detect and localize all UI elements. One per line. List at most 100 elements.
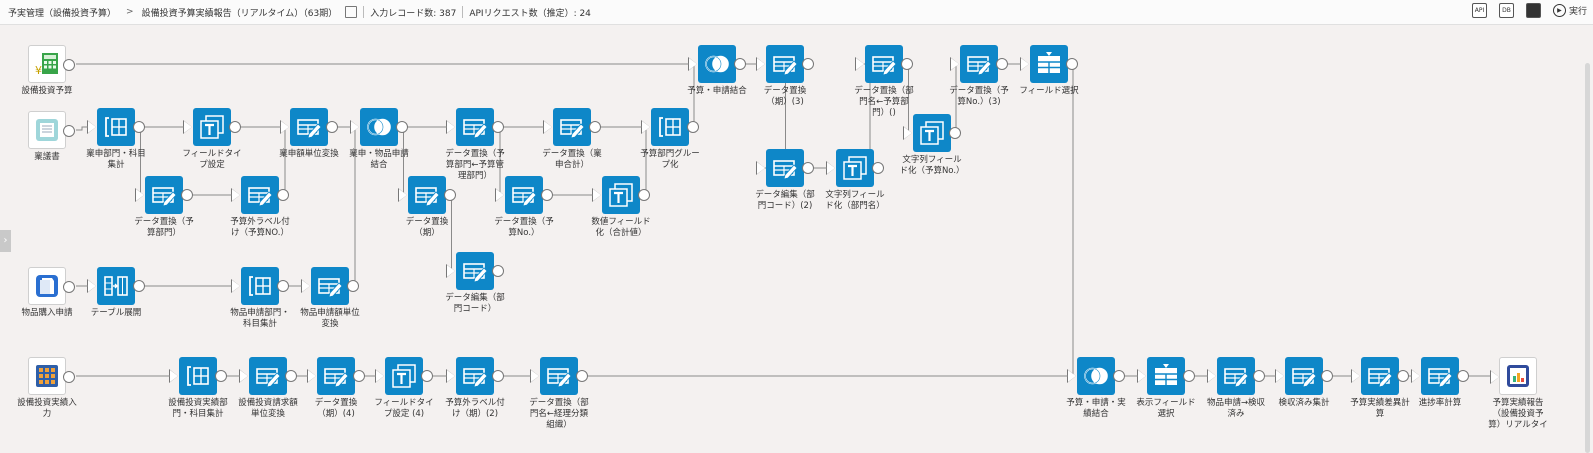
input-port[interactable] bbox=[239, 369, 248, 383]
input-port[interactable] bbox=[1207, 369, 1216, 383]
input-port[interactable] bbox=[87, 120, 96, 134]
output-port[interactable] bbox=[802, 162, 814, 174]
output-port[interactable] bbox=[229, 121, 241, 133]
workflow-node[interactable] bbox=[28, 111, 75, 149]
input-port[interactable] bbox=[1020, 57, 1029, 71]
workflow-node[interactable] bbox=[28, 357, 75, 395]
input-port[interactable] bbox=[903, 126, 912, 140]
output-port[interactable] bbox=[285, 370, 297, 382]
input-port[interactable] bbox=[1067, 369, 1076, 383]
run-button[interactable]: ▶実行 bbox=[1552, 4, 1587, 17]
workflow-node[interactable] bbox=[231, 267, 289, 305]
output-port[interactable] bbox=[396, 121, 408, 133]
workflow-node[interactable] bbox=[592, 176, 650, 214]
workflow-node[interactable] bbox=[1020, 45, 1078, 83]
workflow-node[interactable] bbox=[1351, 357, 1409, 395]
output-port[interactable] bbox=[1253, 370, 1265, 382]
database-icon[interactable]: DB bbox=[1498, 3, 1514, 18]
input-port[interactable] bbox=[1351, 369, 1360, 383]
input-port[interactable] bbox=[375, 369, 384, 383]
output-port[interactable] bbox=[901, 58, 913, 70]
output-port[interactable] bbox=[802, 58, 814, 70]
output-port[interactable] bbox=[492, 370, 504, 382]
input-port[interactable] bbox=[446, 369, 455, 383]
output-port[interactable] bbox=[133, 121, 145, 133]
output-port[interactable] bbox=[734, 58, 746, 70]
output-port[interactable] bbox=[277, 280, 289, 292]
workflow-node[interactable] bbox=[135, 176, 193, 214]
output-port[interactable] bbox=[421, 370, 433, 382]
input-port[interactable] bbox=[1137, 369, 1146, 383]
breadcrumb-root[interactable]: 予実管理（設備投資予算） bbox=[8, 8, 117, 19]
output-port[interactable] bbox=[949, 127, 961, 139]
output-port[interactable] bbox=[576, 370, 588, 382]
output-port[interactable] bbox=[133, 280, 145, 292]
input-port[interactable] bbox=[446, 264, 455, 278]
workflow-node[interactable] bbox=[375, 357, 433, 395]
output-port[interactable] bbox=[326, 121, 338, 133]
workflow-node[interactable] bbox=[903, 114, 961, 152]
output-port[interactable] bbox=[277, 189, 289, 201]
workflow-node[interactable] bbox=[183, 108, 241, 146]
edit-icon[interactable] bbox=[345, 6, 358, 18]
workflow-node[interactable] bbox=[280, 108, 338, 146]
output-port[interactable] bbox=[63, 281, 75, 293]
input-port[interactable] bbox=[231, 279, 240, 293]
output-port[interactable] bbox=[492, 265, 504, 277]
input-port[interactable] bbox=[1411, 369, 1420, 383]
workflow-node[interactable] bbox=[169, 357, 227, 395]
workflow-node[interactable] bbox=[307, 357, 365, 395]
output-port[interactable] bbox=[1066, 58, 1078, 70]
input-port[interactable] bbox=[592, 188, 601, 202]
output-port[interactable] bbox=[996, 58, 1008, 70]
input-port[interactable] bbox=[950, 57, 959, 71]
output-port[interactable] bbox=[687, 121, 699, 133]
output-port[interactable] bbox=[347, 280, 359, 292]
workflow-canvas[interactable]: › ¥設備投資予算稟議書稟申部門・科目集計データ置換（予算部門）フィールドタイプ… bbox=[0, 25, 1593, 453]
workflow-node[interactable] bbox=[756, 45, 814, 83]
api-icon[interactable]: API bbox=[1471, 3, 1487, 18]
input-port[interactable] bbox=[231, 188, 240, 202]
input-port[interactable] bbox=[169, 369, 178, 383]
input-port[interactable] bbox=[688, 57, 697, 71]
workflow-node[interactable] bbox=[446, 252, 504, 290]
workflow-node[interactable] bbox=[495, 176, 553, 214]
output-port[interactable] bbox=[353, 370, 365, 382]
output-port[interactable] bbox=[1183, 370, 1195, 382]
output-port[interactable] bbox=[63, 371, 75, 383]
output-port[interactable] bbox=[444, 189, 456, 201]
input-port[interactable] bbox=[756, 57, 765, 71]
workflow-node[interactable] bbox=[1137, 357, 1195, 395]
output-port[interactable] bbox=[589, 121, 601, 133]
expand-panel-icon[interactable]: › bbox=[0, 230, 11, 252]
input-port[interactable] bbox=[756, 161, 765, 175]
output-port[interactable] bbox=[181, 189, 193, 201]
workflow-node[interactable] bbox=[855, 45, 913, 83]
output-port[interactable] bbox=[541, 189, 553, 201]
workflow-node[interactable] bbox=[239, 357, 297, 395]
input-port[interactable] bbox=[87, 279, 96, 293]
workflow-node[interactable] bbox=[530, 357, 588, 395]
output-port[interactable] bbox=[63, 59, 75, 71]
workflow-node[interactable] bbox=[641, 108, 699, 146]
workflow-node[interactable] bbox=[87, 108, 145, 146]
input-port[interactable] bbox=[1275, 369, 1284, 383]
input-port[interactable] bbox=[183, 120, 192, 134]
workflow-node[interactable] bbox=[543, 108, 601, 146]
workflow-node[interactable] bbox=[28, 267, 75, 305]
input-port[interactable] bbox=[398, 188, 407, 202]
output-port[interactable] bbox=[872, 162, 884, 174]
workflow-node[interactable] bbox=[756, 149, 814, 187]
workflow-node[interactable] bbox=[398, 176, 456, 214]
workflow-node[interactable] bbox=[950, 45, 1008, 83]
workflow-node[interactable] bbox=[1207, 357, 1265, 395]
input-port[interactable] bbox=[446, 120, 455, 134]
output-port[interactable] bbox=[1113, 370, 1125, 382]
input-port[interactable] bbox=[826, 161, 835, 175]
workflow-node[interactable] bbox=[87, 267, 145, 305]
input-port[interactable] bbox=[530, 369, 539, 383]
workflow-node[interactable] bbox=[1275, 357, 1333, 395]
input-port[interactable] bbox=[855, 57, 864, 71]
preview-icon[interactable] bbox=[1525, 3, 1541, 18]
output-port[interactable] bbox=[1457, 370, 1469, 382]
